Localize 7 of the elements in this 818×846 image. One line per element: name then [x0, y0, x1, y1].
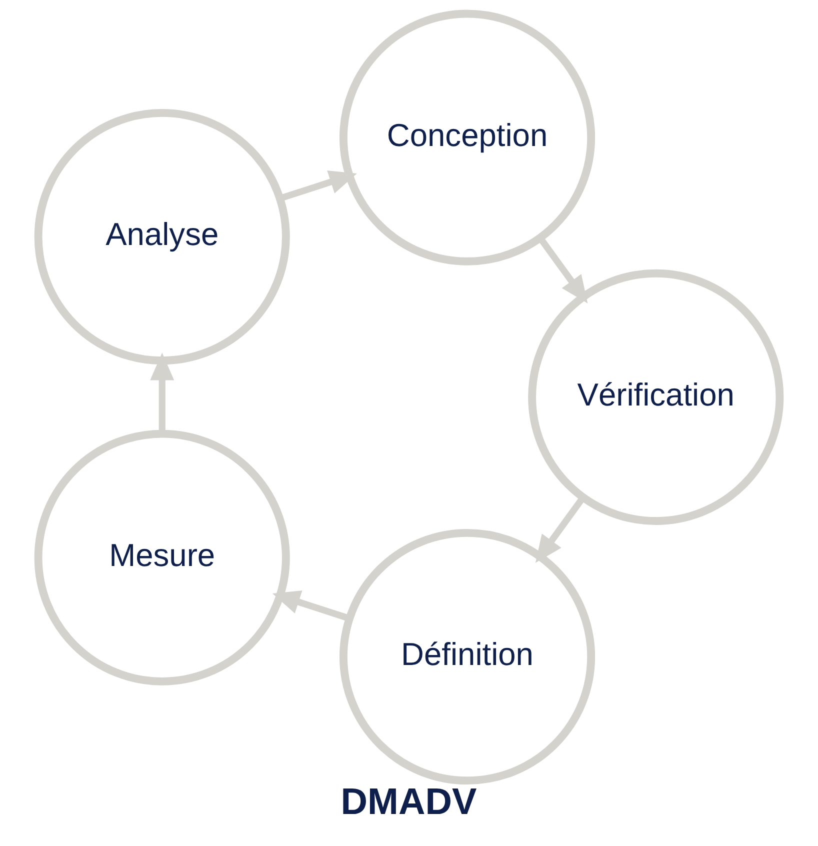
node-circle: Mesure — [34, 430, 290, 686]
node-circle: Vérification — [528, 269, 784, 525]
node-circle: Analyse — [34, 108, 290, 365]
arrow — [535, 496, 586, 563]
node-circle: Conception — [339, 10, 596, 266]
arrow — [538, 236, 588, 304]
node-circle: Définition — [339, 528, 596, 785]
